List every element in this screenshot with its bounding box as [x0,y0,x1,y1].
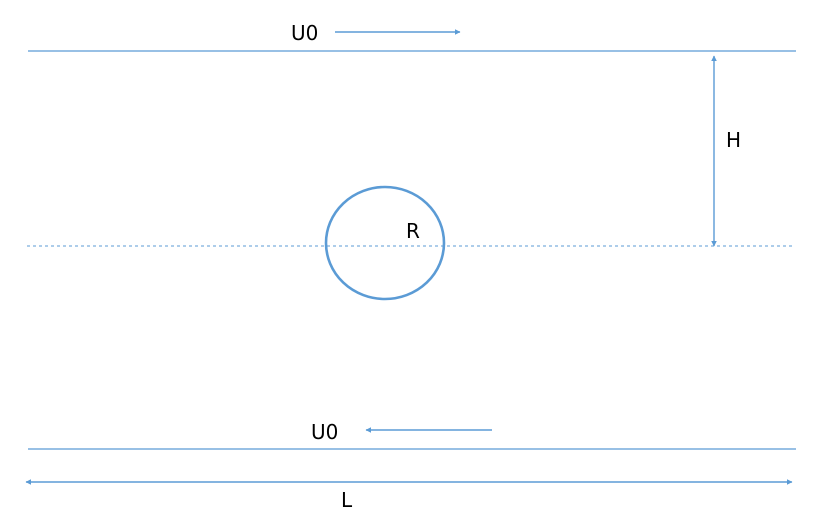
half-height-label: H [726,128,741,152]
radius-label: R [406,219,420,243]
cylinder-circle [324,185,446,301]
top-velocity-label: U0 [291,21,318,45]
bottom-velocity-label: U0 [311,420,338,444]
length-label: L [341,488,353,512]
